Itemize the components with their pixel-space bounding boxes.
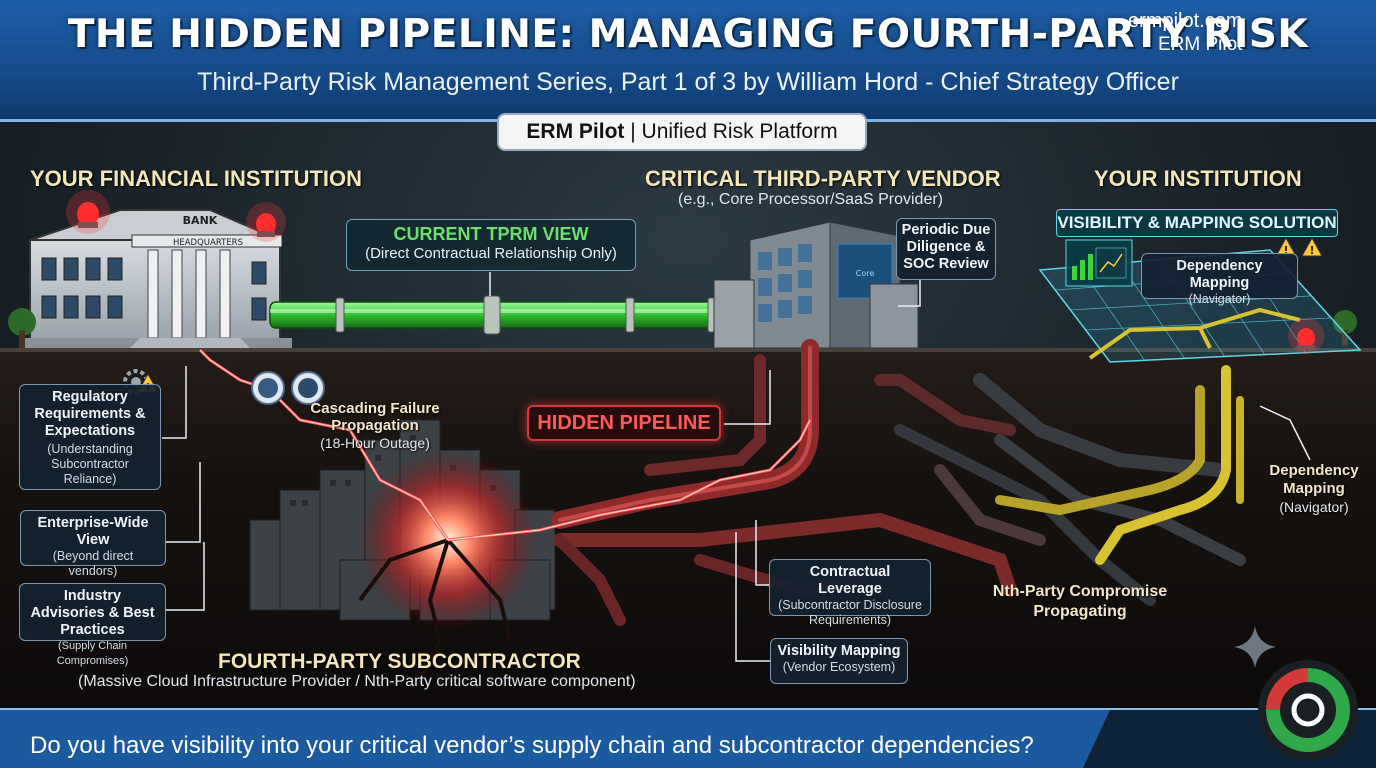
enterprise-title: Enterprise-Wide View: [37, 515, 149, 548]
erm-pilot-logo: [1258, 660, 1358, 760]
cascade-explosion: [358, 450, 538, 681]
nth-party-line-1: Nth-Party Compromise: [992, 583, 1168, 600]
contractual-sub: (Subcontractor Disclosure Requirements): [778, 598, 922, 627]
siren-icon: [66, 190, 110, 234]
enterprise-sub: (Beyond direct vendors): [52, 549, 134, 578]
regulatory-sub: (Understanding Subcontractor Reliance): [47, 442, 133, 486]
subcontractor-subtitle: (Massive Cloud Infrastructure Provider /…: [78, 673, 636, 690]
cascade-title: Cascading Failure: [310, 400, 440, 417]
dependency-mapping-panel-sub: (Navigator): [1188, 292, 1251, 306]
current-tprm-view-box: CURRENT TPRM VIEW (Direct Contractual Re…: [346, 219, 636, 271]
seal-icon: [251, 371, 285, 405]
visibility-mapping-sub: (Vendor Ecosystem): [782, 660, 896, 674]
industry-sub: (Supply Chain Compromises): [56, 640, 129, 667]
svg-text:!: !: [1309, 244, 1314, 257]
dependency-mapping-label: Dependency Mapping (Navigator): [1262, 462, 1366, 516]
periodic-line-3: SOC Review: [903, 256, 989, 272]
warning-icon: !: [1301, 236, 1323, 257]
periodic-due-diligence-box: Periodic Due Diligence & SOC Review: [896, 218, 996, 280]
contractual-title: Contractual Leverage: [809, 564, 891, 597]
bank-sign: BANK HEADQUARTERS: [173, 214, 243, 248]
industry-advisories-box: Industry Advisories & Best Practices (Su…: [19, 583, 166, 667]
yellow-pipe-network: [995, 365, 1244, 565]
contractual-leverage-box: Contractual Leverage (Subcontractor Disc…: [769, 559, 931, 627]
right-dep-title: Dependency: [1269, 462, 1359, 479]
periodic-line-2: Diligence &: [906, 239, 986, 255]
tree: [8, 308, 36, 348]
siren-icon: [1288, 318, 1324, 354]
periodic-connector: [898, 280, 921, 307]
enterprise-wide-view-box: Enterprise-Wide View (Beyond direct vend…: [20, 510, 166, 578]
periodic-line-1: Periodic Due: [901, 222, 991, 238]
bank-sign-text: BANK: [183, 214, 218, 227]
left-connectors: [162, 366, 205, 611]
vendor-subtitle: (e.g., Core Processor/SaaS Provider): [678, 191, 943, 208]
dependency-mapping-panel-box: Dependency Mapping (Navigator): [1141, 253, 1298, 306]
bank-sub-sign-text: HEADQUARTERS: [173, 238, 243, 248]
seal-icon: [291, 371, 325, 405]
cascade-subtitle: (18-Hour Outage): [320, 435, 430, 451]
brand-pill: ERM Pilot | Unified Risk Platform: [497, 113, 867, 151]
visibility-solution-title: VISIBILITY & MAPPING SOLUTION: [1056, 209, 1338, 237]
cascade-title-2: Propagation: [331, 417, 419, 434]
footer-banner: Do you have visibility into your critica…: [0, 708, 1376, 768]
your-institution-title: YOUR INSTITUTION: [1094, 166, 1302, 191]
svg-text:!: !: [1283, 244, 1288, 257]
page-title: THE HIDDEN PIPELINE: MANAGING FOURTH-PAR…: [67, 12, 1309, 57]
brand-pill-rest: | Unified Risk Platform: [624, 120, 838, 143]
tprm-title: CURRENT TPRM VIEW: [393, 224, 589, 244]
vendor-building: [713, 221, 919, 349]
footer-url[interactable]: ermpilot.com: [1128, 10, 1243, 32]
industry-title: Industry Advisories & Best Practices: [30, 588, 155, 638]
siren-icon: [246, 202, 286, 242]
ground-line: [0, 348, 1376, 352]
right-connectors: [724, 370, 1311, 662]
tprm-subtitle: (Direct Contractual Relationship Only): [365, 245, 617, 262]
sparkle-icon: [1234, 626, 1276, 668]
brand-pill-bold: ERM Pilot: [526, 120, 625, 143]
footer-question: Do you have visibility into your critica…: [30, 732, 1034, 759]
bank-building: [20, 209, 292, 348]
subcontractor-title: FOURTH-PARTY SUBCONTRACTOR: [218, 650, 581, 673]
tree: [1333, 310, 1357, 346]
hidden-pipeline-label: HIDDEN PIPELINE: [527, 405, 721, 441]
header-banner: THE HIDDEN PIPELINE: MANAGING FOURTH-PAR…: [0, 0, 1376, 122]
institution-title: YOUR FINANCIAL INSTITUTION: [30, 166, 363, 191]
footer-brand: ERM Pilot: [1158, 34, 1243, 55]
red-pipe-network: [551, 339, 1246, 626]
right-dep-title-2: Mapping: [1283, 480, 1345, 497]
green-pipe: [269, 272, 775, 335]
lightning-bolt-core: [199, 349, 811, 541]
nth-party-label: Nth-Party Compromise Propagating: [990, 582, 1170, 622]
cascade-label: Cascading Failure Propagation (18-Hour O…: [300, 400, 450, 452]
regulatory-requirements-box: Regulatory Requirements & Expectations (…: [19, 384, 161, 490]
visibility-mapping-title: Visibility Mapping: [777, 643, 901, 659]
dependency-mapping-panel-title: Dependency Mapping: [1176, 258, 1263, 291]
right-dep-sub: (Navigator): [1279, 499, 1349, 515]
nth-party-line-2: Propagating: [1033, 603, 1127, 620]
page-subtitle: Third-Party Risk Management Series, Part…: [197, 68, 1179, 96]
vendor-building-sign: Core: [856, 269, 875, 278]
regulatory-title: Regulatory Requirements & Expectations: [34, 389, 146, 439]
vendor-title: CRITICAL THIRD-PARTY VENDOR: [645, 166, 1001, 191]
visibility-mapping-box: Visibility Mapping (Vendor Ecosystem): [770, 638, 908, 684]
